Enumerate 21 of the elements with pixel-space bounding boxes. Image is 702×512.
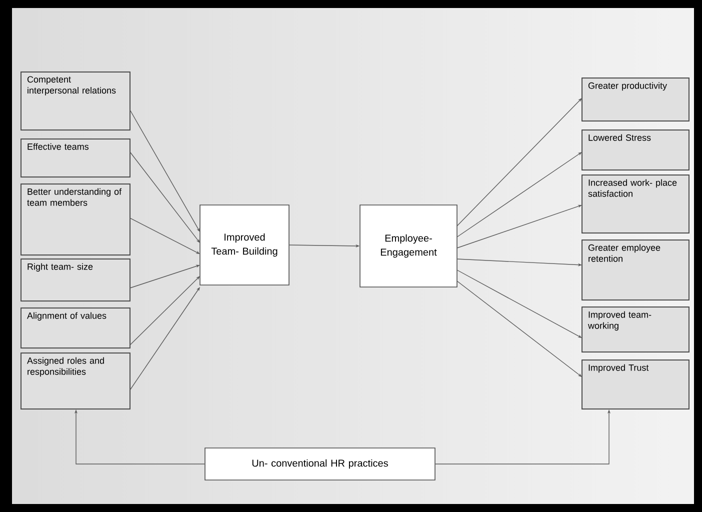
factor-box: Improved team- working	[582, 306, 690, 352]
source-box: Un- conventional HR practices	[204, 448, 436, 480]
process-box: Improved Team- Building	[200, 204, 290, 286]
arrow	[456, 98, 582, 226]
factor-box: Better understanding of team members	[20, 184, 130, 256]
arrow	[456, 280, 582, 377]
factor-box: Assigned roles and responsibilities	[20, 352, 130, 410]
factor-box: Improved Trust	[582, 360, 690, 410]
factor-box: Effective teams	[20, 138, 130, 178]
factor-box: Greater employee retention	[582, 240, 690, 300]
factor-box: Lowered Stress	[582, 130, 690, 170]
factor-box: Increased work- place satisfaction	[582, 174, 690, 234]
arrow	[130, 152, 200, 243]
arrow	[130, 287, 200, 390]
process-box: Employee- Engagement	[360, 204, 458, 288]
factor-box: Greater productivity	[582, 78, 690, 122]
factor-box: Right team- size	[20, 258, 130, 302]
arrow	[130, 276, 200, 346]
factor-box: Competent interpersonal relations	[20, 72, 130, 130]
arrow	[456, 152, 582, 238]
factor-box: Alignment of values	[20, 308, 130, 348]
